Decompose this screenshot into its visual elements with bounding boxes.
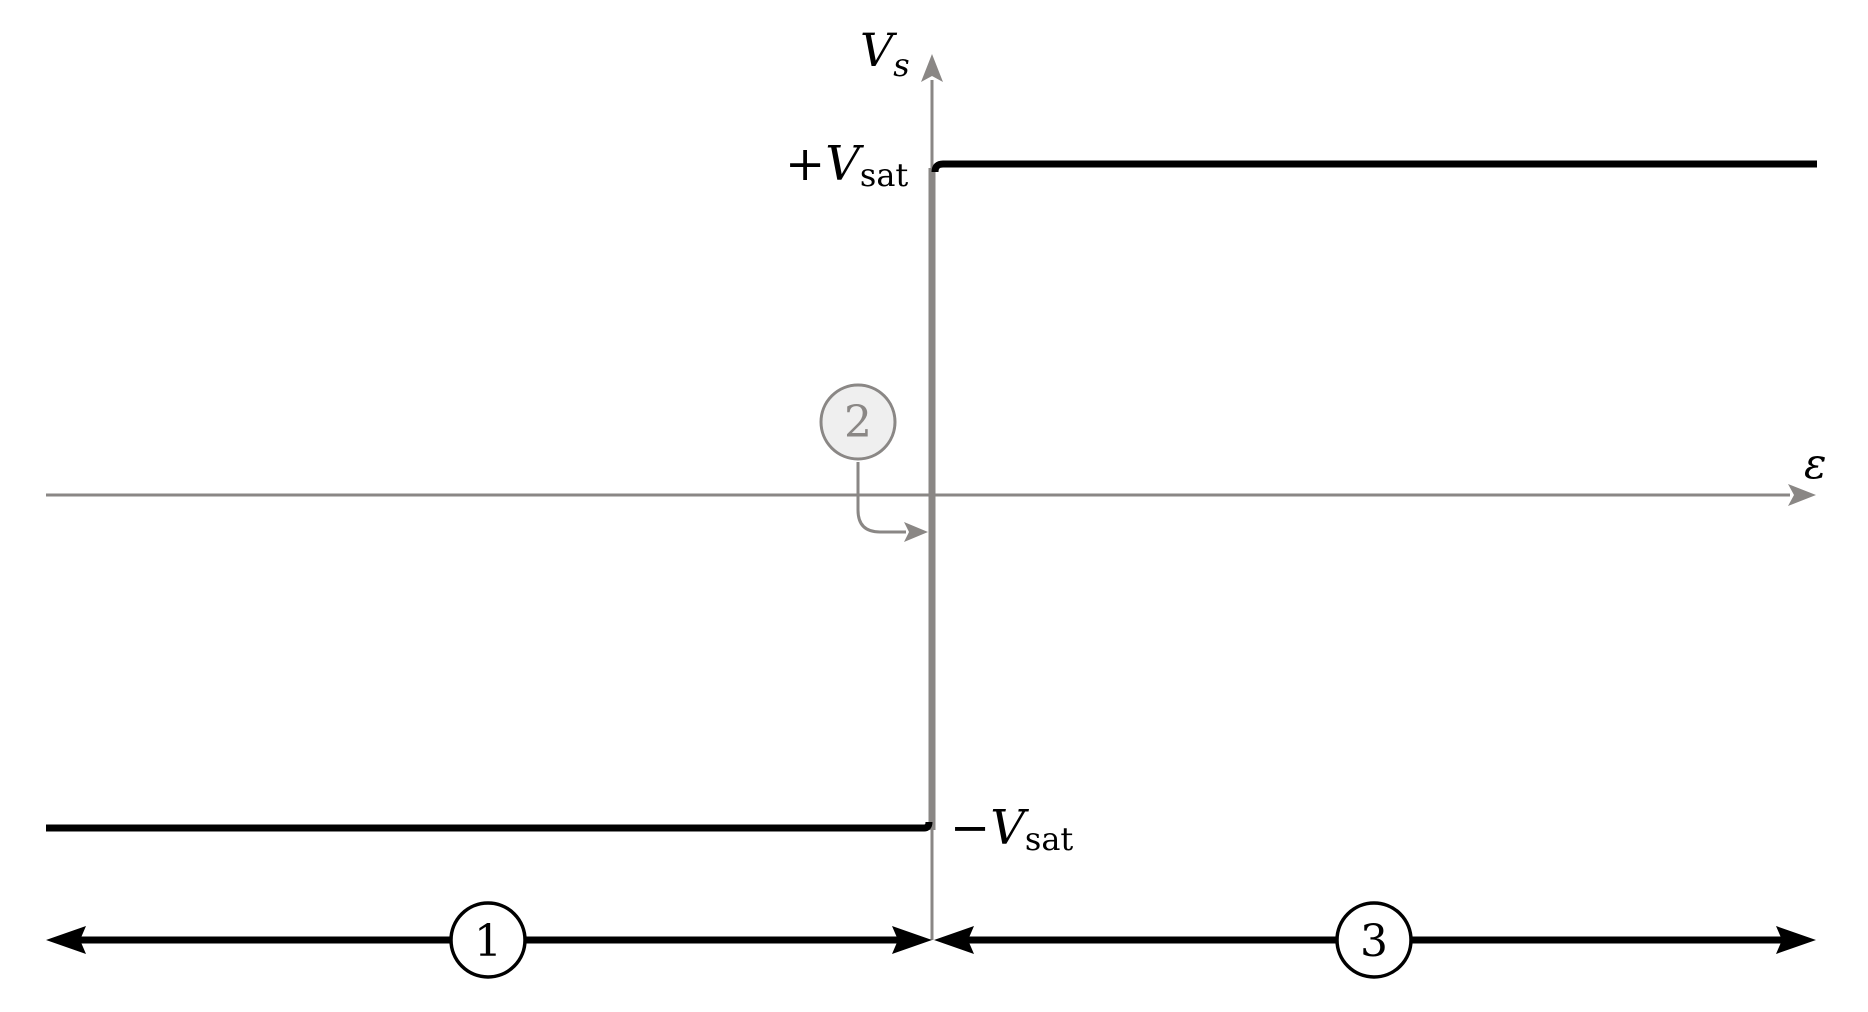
- y-axis-arrowhead: [921, 54, 943, 82]
- zone-2-marker: [819, 383, 897, 461]
- negative-saturation-symbol: V: [990, 800, 1029, 856]
- zone-2-pointer-arrowhead: [904, 522, 928, 542]
- zone-3-label: 3: [1360, 916, 1388, 967]
- positive-sign: +: [785, 136, 825, 192]
- zone-1-right-arrowhead: [892, 926, 932, 954]
- zone-3-marker: [1335, 901, 1413, 979]
- zone-1-marker: [449, 901, 527, 979]
- zone-3-right-arrowhead: [1776, 926, 1816, 954]
- positive-saturation-subscript: sat: [860, 156, 909, 194]
- y-axis-subscript: s: [893, 46, 909, 84]
- zone-2-label: 2: [844, 397, 872, 448]
- zone-1-left-arrowhead: [46, 926, 86, 954]
- x-axis-label: ε: [1804, 439, 1827, 488]
- positive-saturation-line: [931, 160, 1817, 173]
- x-axis-arrowhead: [1788, 484, 1816, 506]
- zone-2-pointer: [856, 462, 906, 534]
- zone-1-label: 1: [474, 916, 502, 967]
- y-axis-symbol: V: [860, 23, 898, 77]
- negative-saturation-label: −Vsat: [950, 800, 1073, 858]
- negative-saturation-subscript: sat: [1025, 820, 1074, 858]
- negative-saturation-line: [46, 821, 933, 832]
- negative-sign: −: [950, 800, 990, 856]
- zone-3-left-arrowhead: [934, 926, 974, 954]
- positive-saturation-symbol: V: [825, 136, 864, 192]
- positive-saturation-label: +Vsat: [785, 136, 908, 194]
- y-axis-label: Vs: [860, 23, 910, 84]
